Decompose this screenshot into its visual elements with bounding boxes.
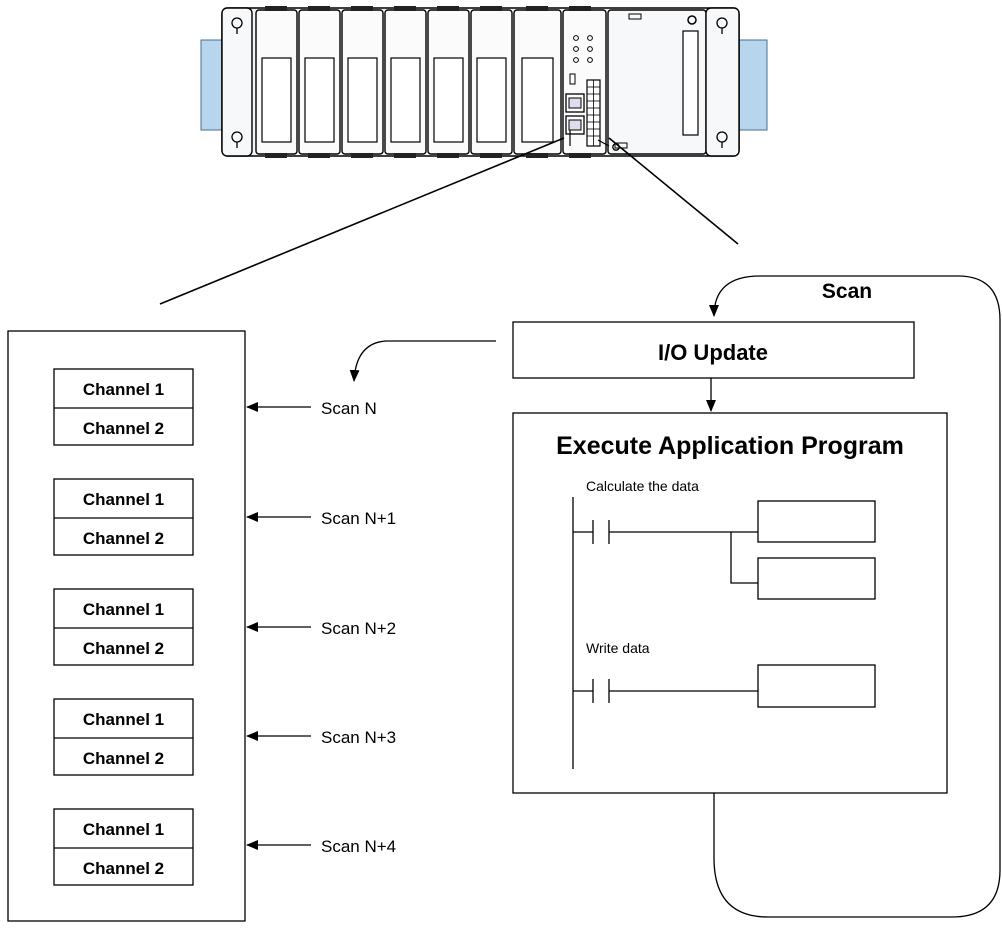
channel-group: Channel 1 Channel 2 [53, 808, 194, 886]
channel-2-label: Channel 2 [83, 749, 164, 768]
io-slot [298, 6, 341, 158]
io-slot [384, 6, 427, 158]
scan-loop-path [709, 275, 1001, 918]
scan-label: Scan N+3 [321, 728, 396, 747]
io-update-label: I/O Update [658, 340, 768, 365]
channel-group: Channel 1 Channel 2 [53, 588, 194, 666]
scan-pointer: Scan N+4 [246, 837, 396, 856]
channel-group: Channel 1 Channel 2 [53, 368, 194, 446]
channel-1-label: Channel 1 [83, 600, 164, 619]
zoom-line-to-scan [608, 137, 739, 245]
scan-label: Scan N+2 [321, 619, 396, 638]
scan-label: Scan N+4 [321, 837, 396, 856]
output-box [757, 664, 876, 708]
execute-program-box [512, 412, 948, 794]
channel-2-label: Channel 2 [83, 639, 164, 658]
scan-label: Scan N [321, 399, 377, 418]
io-slot [255, 6, 298, 158]
io-slot [341, 6, 384, 158]
scan-pointer: Scan N [246, 399, 377, 418]
screw-icon [687, 15, 697, 25]
scan-title: Scan [822, 280, 872, 303]
scan-pointer: Scan N+3 [246, 728, 396, 747]
calc-rung-label: Calculate the data [586, 478, 699, 494]
write-rung-label: Write data [586, 640, 650, 656]
io-update-box [512, 321, 915, 379]
channel-group: Channel 1 Channel 2 [53, 698, 194, 776]
plc-rack [200, 6, 768, 158]
mode-switch-icon [569, 73, 576, 85]
cpu-module [562, 6, 607, 158]
channel-2-label: Channel 2 [83, 529, 164, 548]
scan-label: Scan N+1 [321, 509, 396, 528]
ladder-diagram: Calculate the data Write data [572, 478, 876, 769]
rack-left-endcap [221, 7, 253, 157]
channel-2-label: Channel 2 [83, 859, 164, 878]
io-update-curved-arrow [349, 340, 496, 382]
channel-group: Channel 1 Channel 2 [53, 478, 194, 556]
channel-1-label: Channel 1 [83, 380, 164, 399]
channel-1-label: Channel 1 [83, 820, 164, 839]
rack-right-endcap [705, 7, 740, 157]
power-supply-module [607, 9, 707, 155]
status-led-icon [573, 35, 593, 63]
execute-program-title: Execute Application Program [556, 432, 904, 460]
channel-2-label: Channel 2 [83, 419, 164, 438]
io-slot [470, 6, 513, 158]
scan-pointer: Scan N+1 [246, 509, 396, 528]
scan-pointer: Scan N+2 [246, 619, 396, 638]
output-box [757, 557, 876, 600]
zoom-line-to-module [159, 137, 565, 305]
io-slot [513, 6, 562, 158]
channel-1-label: Channel 1 [83, 490, 164, 509]
io-slot [427, 6, 470, 158]
channel-1-label: Channel 1 [83, 710, 164, 729]
output-box [757, 500, 876, 543]
